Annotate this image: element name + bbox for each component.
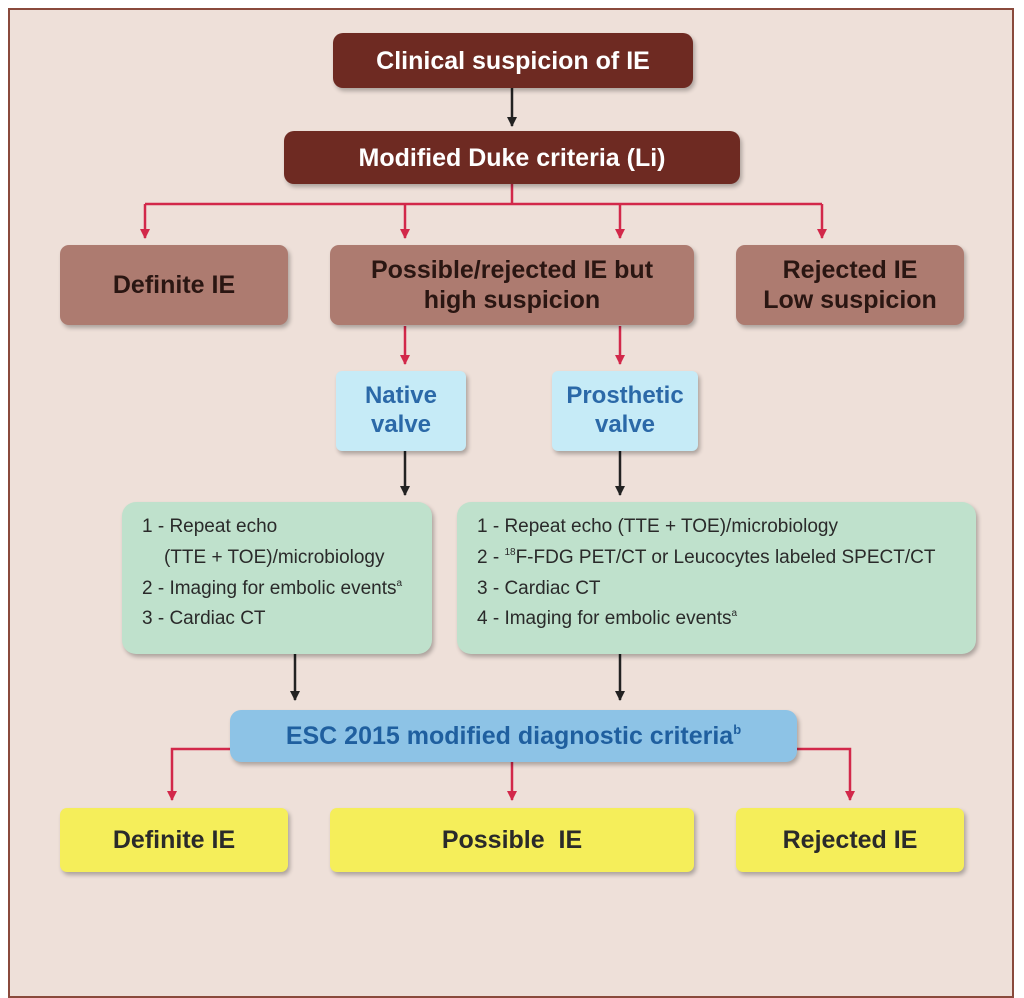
prosthetic-step-1: 1 - Repeat echo (TTE + TOE)/microbiology <box>477 516 838 537</box>
possible-high-suspicion-box: Possible/rejected IE but high suspicion <box>330 245 694 325</box>
definite-ie-box-top: Definite IE <box>60 245 288 325</box>
native-step-2-footnote: a <box>396 577 403 589</box>
prosthetic-step-2: 2 - 18F-FDG PET/CT or Leucocytes labeled… <box>477 543 964 574</box>
definite-ie-label-top: Definite IE <box>112 271 236 299</box>
prosthetic-step-2-prefix: 2 - <box>477 546 505 568</box>
native-step-3: 3 - Cardiac CT <box>142 608 266 630</box>
possible-high-line1: Possible/rejected IE but <box>370 256 654 284</box>
native-valve-box: Native valve <box>336 371 466 451</box>
prosthetic-valve-box: Prosthetic valve <box>552 371 698 451</box>
prosthetic-step-4-text: 4 - Imaging for embolic events <box>477 608 732 630</box>
possible-ie-label: Possible IE <box>441 826 583 854</box>
prosthetic-valve-line1: Prosthetic <box>566 382 684 410</box>
prosthetic-valve-line2: valve <box>594 411 656 438</box>
esc-criteria-label: ESC 2015 modified diagnostic criteriab <box>286 721 741 751</box>
prosthetic-steps-box: 1 - Repeat echo (TTE + TOE)/microbiology… <box>457 502 976 654</box>
native-step-1: 1 - Repeat echo <box>142 516 278 537</box>
native-step-1-cont: (TTE + TOE)/microbiology <box>164 546 385 568</box>
rejected-low-line1: Rejected IE <box>782 256 918 284</box>
prosthetic-step-2-text: F-FDG PET/CT or Leucocytes labeled SPECT… <box>515 546 936 568</box>
rejected-low-suspicion-box: Rejected IE Low suspicion <box>736 245 964 325</box>
native-steps-box: 1 - Repeat echo (TTE + TOE)/microbiology… <box>122 502 432 654</box>
clinical-suspicion-box: Clinical suspicion of IE <box>333 33 693 88</box>
branch-duke <box>145 184 822 206</box>
esc-criteria-box: ESC 2015 modified diagnostic criteriab <box>230 710 797 762</box>
rejected-low-line2: Low suspicion <box>763 286 937 314</box>
clinical-suspicion-label: Clinical suspicion of IE <box>376 46 650 75</box>
modified-duke-label: Modified Duke criteria (Li) <box>358 143 666 172</box>
possible-ie-box: Possible IE <box>330 808 694 872</box>
arrow-esc-to-rejected <box>795 747 855 801</box>
arrow-esc-to-definite <box>167 747 232 801</box>
native-step-2: 2 - Imaging for embolic eventsa <box>142 574 420 605</box>
prosthetic-step-3: 3 - Cardiac CT <box>477 577 601 599</box>
definite-ie-box-bottom: Definite IE <box>60 808 288 872</box>
rejected-ie-label-bottom: Rejected IE <box>782 826 918 854</box>
definite-ie-label-bottom: Definite IE <box>112 826 236 854</box>
possible-high-line2: high suspicion <box>423 286 601 314</box>
esc-criteria-text: ESC 2015 modified diagnostic criteria <box>285 722 734 750</box>
prosthetic-step-4: 4 - Imaging for embolic eventsa <box>477 604 964 635</box>
modified-duke-box: Modified Duke criteria (Li) <box>284 131 740 184</box>
native-step-2-text: 2 - Imaging for embolic events <box>142 577 397 599</box>
native-valve-line1: Native <box>364 382 438 410</box>
prosthetic-step-2-isotope: 18 <box>504 546 516 558</box>
native-valve-line2: valve <box>370 411 432 438</box>
rejected-ie-box-bottom: Rejected IE <box>736 808 964 872</box>
prosthetic-step-4-footnote: a <box>731 608 738 620</box>
esc-criteria-footnote: b <box>733 722 742 737</box>
